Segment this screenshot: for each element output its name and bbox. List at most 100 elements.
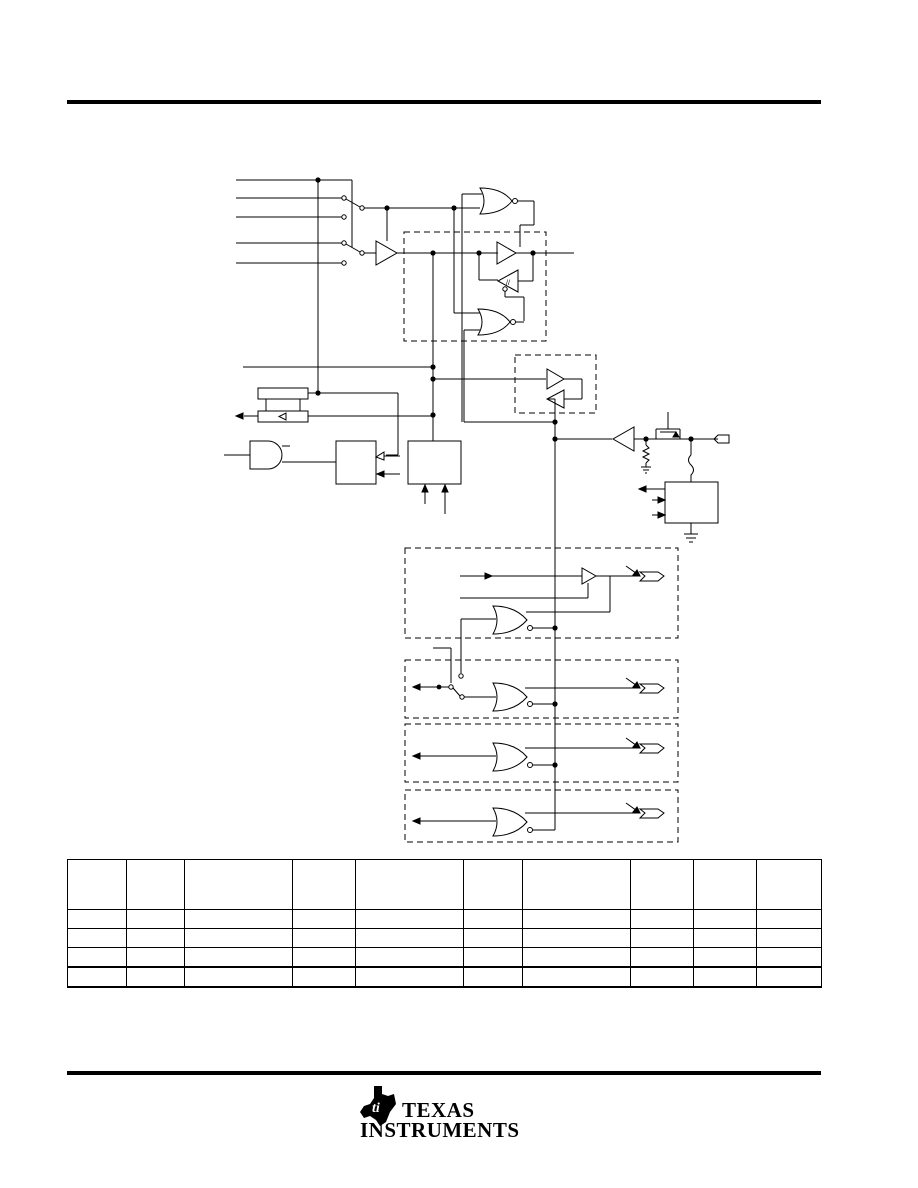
control-block-a [335,440,377,485]
port-block-4 [404,789,679,843]
table-cell [463,928,523,948]
table-header-cell [292,859,356,910]
or-gate-bottom [477,308,511,336]
table-cell [67,947,127,968]
mid-buffer-right [546,368,565,390]
transistor [655,412,681,439]
table-header-cell [355,859,464,910]
table-header-row [67,859,822,910]
table-cell [756,947,822,968]
table-cell [522,928,631,948]
port-block-2 [404,659,679,719]
brand-line-2: INSTRUMENTS [360,1118,520,1142]
table-cell [184,966,293,988]
table-cell [126,928,185,948]
table-cell [67,966,127,988]
tristate-buffer [581,567,598,585]
schmitt-symbol: // [506,280,510,287]
footer-rule [67,1071,821,1075]
table-cell [463,909,523,929]
table-cell [756,928,822,948]
table-cell [126,966,185,988]
or-gate-p3 [492,742,528,772]
left-arrow-icon [411,752,421,760]
output-buffer [496,241,517,265]
output-pad-icon [713,434,730,444]
table-cell [693,909,757,929]
table-cell [522,966,631,988]
header-rule [67,100,821,104]
pin-table [67,859,822,988]
table-row [67,928,822,948]
switch-upper [341,195,387,220]
table-cell [522,947,631,968]
table-header-cell [126,859,185,910]
or-gate-p4 [492,807,528,837]
table-cell [630,966,694,988]
texas-instruments-logo: ti TEXAS INSTRUMENTS [356,1082,519,1142]
pin-pad-icon [625,737,665,754]
pin-pad-icon [625,802,665,819]
table-cell [184,909,293,929]
table-cell [67,909,127,929]
up-arrow-icon [441,483,449,493]
table-cell [630,909,694,929]
up-arrow-icon [421,483,429,493]
input-buffer [375,240,399,266]
ground-icon [684,523,698,543]
table-row [67,966,822,988]
table-cell [126,947,185,968]
table-cell [355,909,464,929]
table-cell [756,966,822,988]
brand-line-1: TEXAS [402,1098,475,1122]
left-arrow-icon [637,485,647,493]
table-cell [292,928,356,948]
or-gate-p2 [492,682,528,712]
table-cell [463,947,523,968]
table-header-cell [693,859,757,910]
table-cell [693,928,757,948]
junction-dots [315,177,694,768]
table-cell [292,947,356,968]
right-arrow-icon [657,496,667,504]
table-cell [630,947,694,968]
fuse-icon [688,454,694,482]
table-cell [756,909,822,929]
table-cell [693,966,757,988]
input-lines [236,179,353,393]
table-cell [630,928,694,948]
pad-buffer [611,426,635,452]
table-cell [292,909,356,929]
table-cell [184,947,293,968]
pull-resistor [641,439,651,474]
ti-logo-icon: ti [360,1086,396,1126]
table-header-cell [184,859,293,910]
table-cell [67,928,127,948]
or-gate-p1 [492,605,528,635]
block-diagram: // [224,177,730,843]
latch-register [257,387,309,423]
table-cell [522,909,631,929]
left-arrow-icon [411,683,421,691]
bidirectional-block [514,354,597,414]
control-block-b [407,440,462,485]
table-header-cell [522,859,631,910]
left-arrow-icon [234,412,244,420]
table-cell [126,909,185,929]
pin-pad-icon [625,565,665,582]
left-arrow-icon [375,470,385,478]
pin-pad-icon [625,677,665,694]
port-block-3 [404,723,679,783]
table-cell [355,966,464,988]
and-gate [249,440,283,470]
io-cell-block [403,231,547,342]
table-row [67,947,822,968]
right-arrow-icon [657,511,667,519]
table-header-cell [67,859,127,910]
table-header-cell [630,859,694,910]
table-row [67,909,822,929]
table-header-cell [756,859,822,910]
table-header-cell [463,859,523,910]
table-cell [355,947,464,968]
svg-text:ti: ti [372,1101,380,1116]
